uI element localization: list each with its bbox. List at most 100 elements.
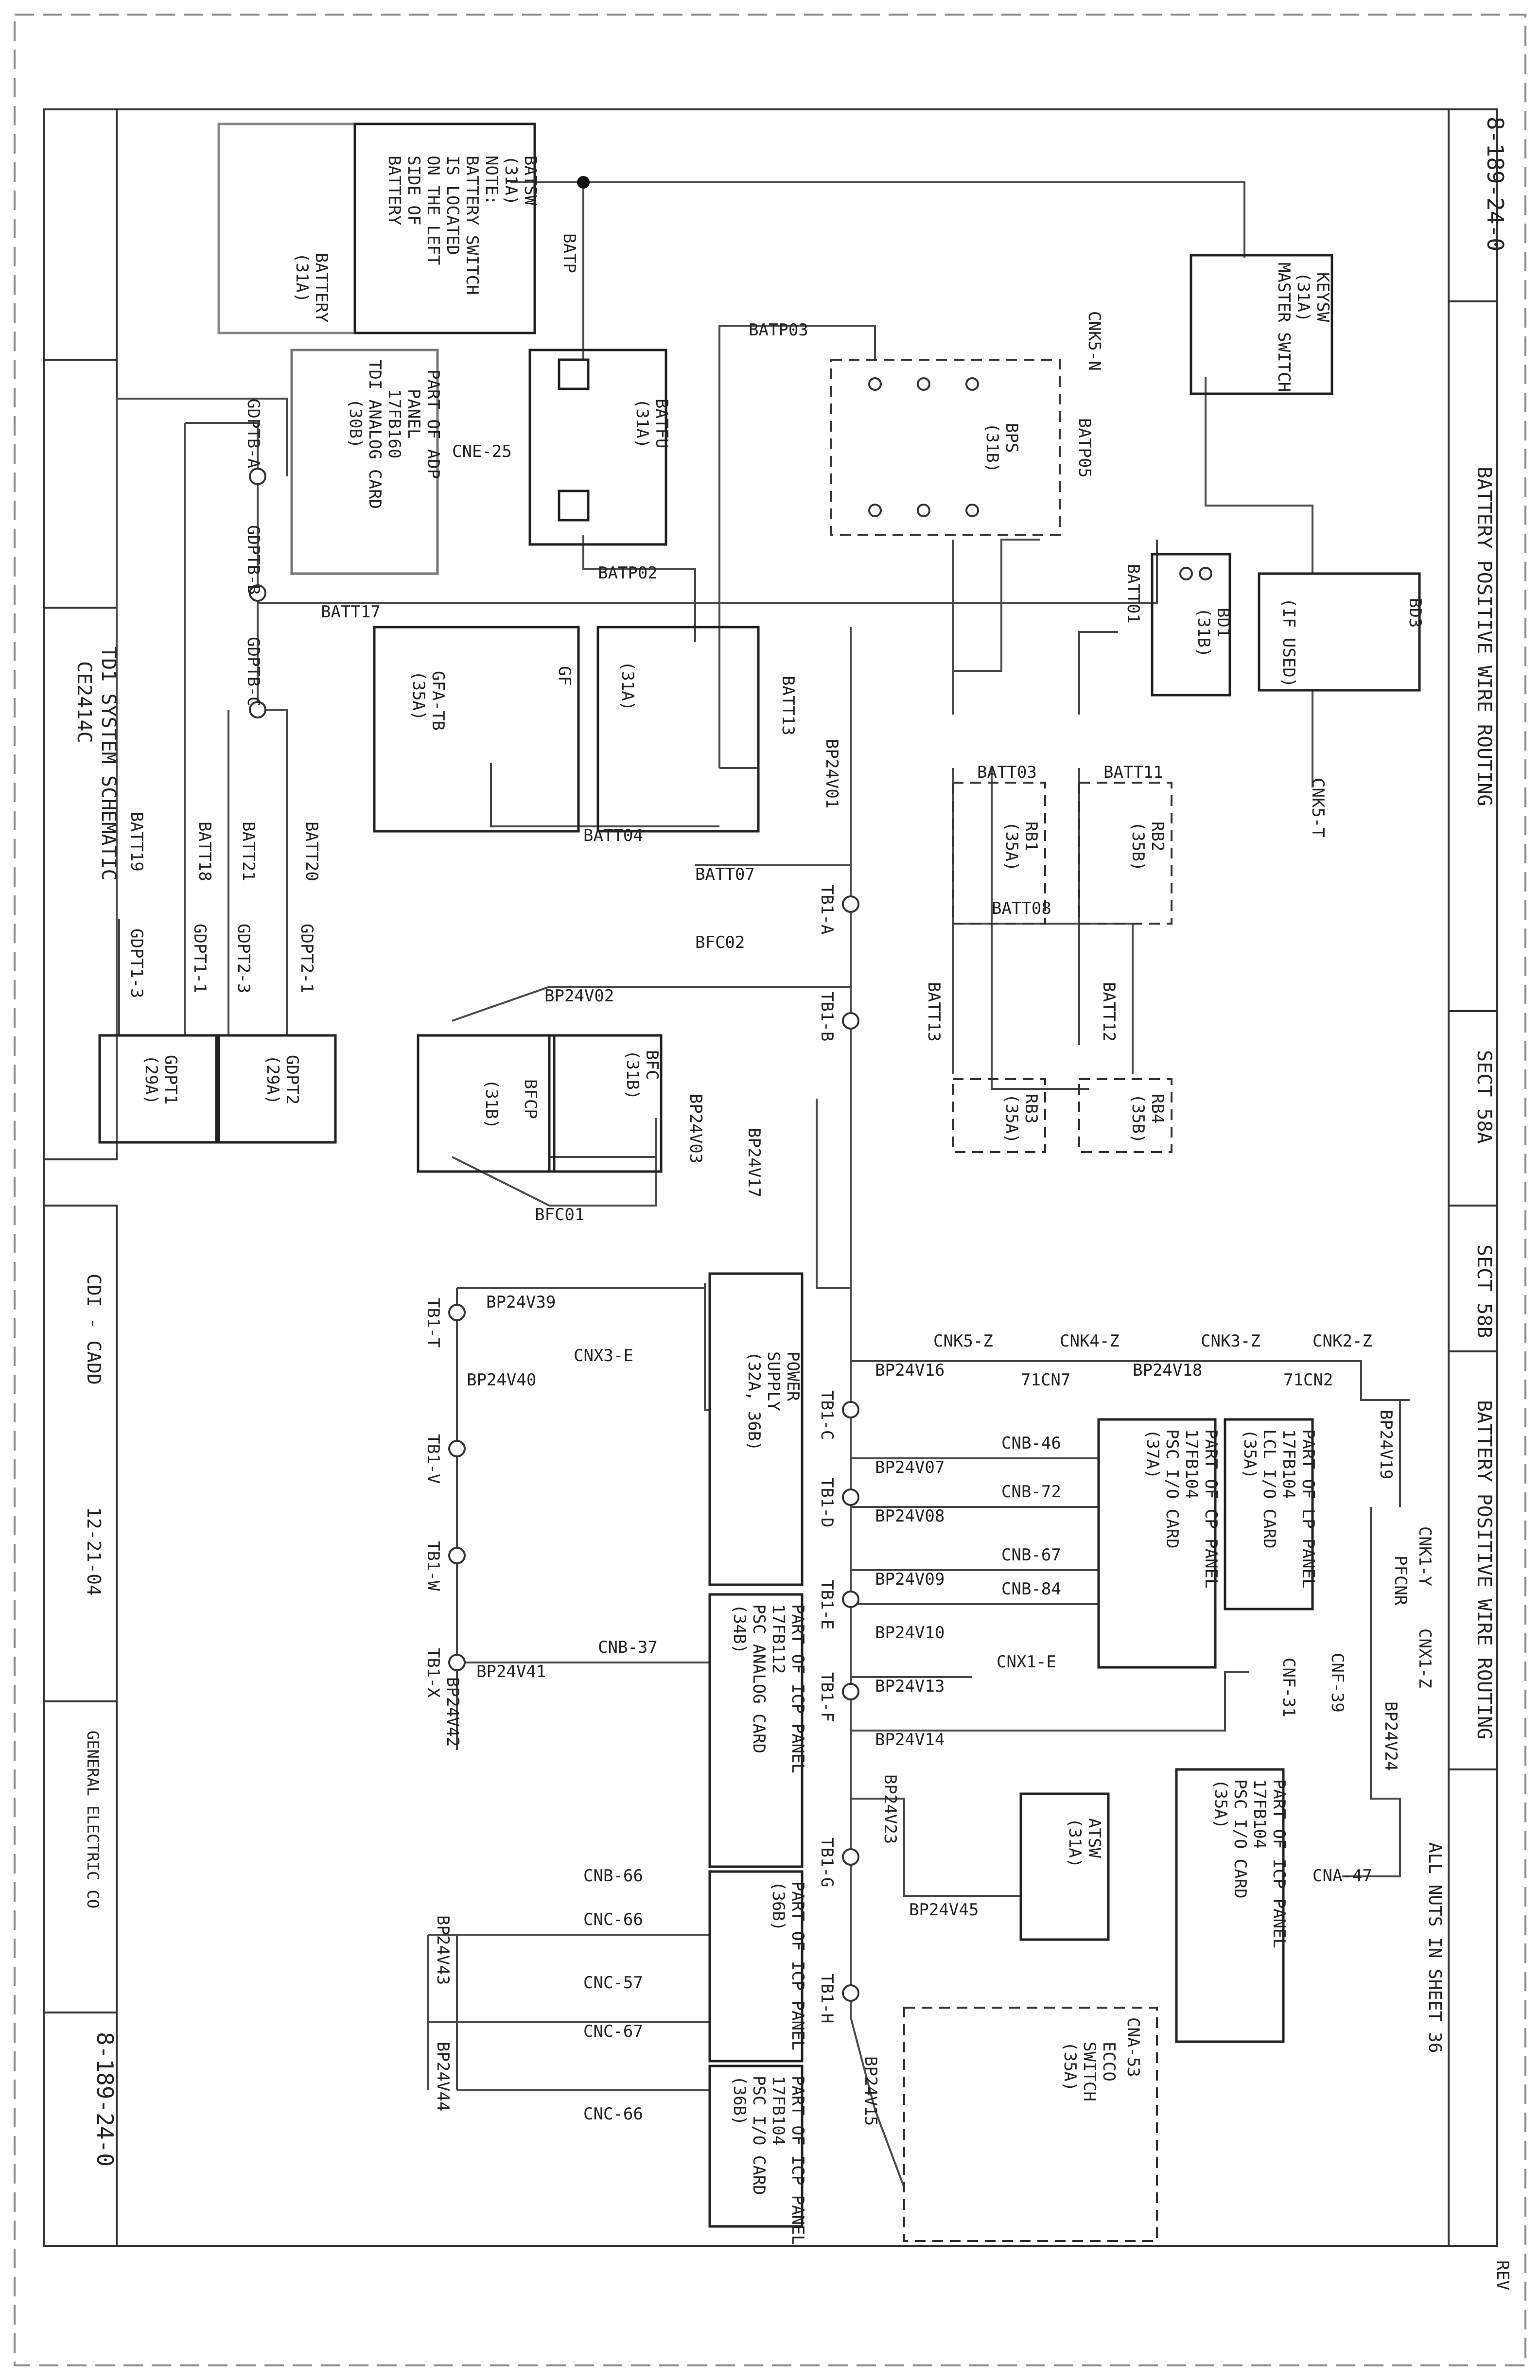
ecco-label: ECCO — [1099, 2042, 1119, 2082]
title-strip-lower — [43, 1205, 118, 2247]
conn-cnb67: CNB-67 — [1001, 1545, 1061, 1565]
lp-panel-3: LCL I/O CARD — [1260, 1429, 1279, 1549]
bps-label: BPS — [1002, 423, 1021, 453]
rb3-ref: (35A) — [1002, 1094, 1021, 1143]
icp-analog-box — [708, 1593, 804, 1868]
tb1-w: TB1-W — [423, 1541, 443, 1591]
cp-panel-box — [1097, 1418, 1217, 1669]
icp-panel-2: (36B) — [769, 1881, 788, 1931]
batfu-label: BATFU — [652, 399, 671, 448]
cp-panel-1: PART OF CP PANEL — [1201, 1429, 1221, 1589]
rb2-ref: (35B) — [1128, 822, 1148, 871]
rb2-label: RB2 — [1148, 822, 1167, 851]
icp-io-right-3: PSC I/O CARD — [1230, 1779, 1250, 1899]
cp-panel-2: 17FB104 — [1182, 1429, 1201, 1499]
wire-bp24v16: BP24V16 — [875, 1361, 945, 1380]
batfu-terminal-top — [558, 358, 590, 390]
wire-batt07: BATT07 — [695, 865, 755, 884]
gdpt2-3: GDPT2-3 — [234, 924, 253, 993]
gdpt2-ref: (29A) — [263, 1055, 282, 1104]
batsw-label: BATSW — [521, 156, 540, 206]
wire-batt17: BATT17 — [321, 602, 381, 622]
wire-bfc01: BFC01 — [535, 1205, 584, 1225]
gfa-label: GFA-TB — [428, 671, 448, 731]
wire-batt03: BATT03 — [977, 763, 1037, 782]
batfu-terminal-bottom — [558, 490, 590, 522]
wire-bp24v24: BP24V24 — [1381, 1701, 1400, 1771]
gdpt2-1: GDPT2-1 — [297, 924, 316, 993]
adp-line-2: PANEL — [404, 389, 423, 438]
icp-io-2: 17FB104 — [769, 2076, 788, 2145]
tb1-f: TB1-F — [817, 1672, 837, 1722]
bd3-label: BD3 — [1405, 598, 1425, 628]
wire-bp24v08: BP24V08 — [875, 1506, 945, 1526]
wire-batt01: BATT01 — [1123, 564, 1143, 624]
wire-bp24v19: BP24V19 — [1376, 1410, 1396, 1479]
info-strip — [1448, 108, 1498, 2247]
wire-batt13b: BATT13 — [924, 982, 944, 1042]
wire-batt12: BATT12 — [1099, 982, 1119, 1042]
ecco-switch-box — [903, 2007, 1158, 2242]
plug-71cn2: 71CN2 — [1283, 1370, 1333, 1390]
gf-label: GF — [555, 666, 574, 686]
tb1-a: TB1-A — [817, 885, 837, 934]
section-a: SECT 58A — [1473, 1050, 1495, 1144]
conn-cnc67: CNC-67 — [583, 2022, 643, 2041]
icp-io-right-4: (35A) — [1211, 1779, 1230, 1829]
wire-bp24v42: BP24V42 — [443, 1677, 462, 1747]
adp-line-5: (30B) — [346, 399, 365, 448]
batfu-ref: (31A) — [632, 399, 652, 448]
power-supply-2: SUPPLY — [764, 1351, 783, 1411]
tb1-d: TB1-D — [817, 1478, 837, 1527]
batfu-box — [528, 349, 667, 546]
conn-cnx1e: CNX1-E — [997, 1652, 1056, 1672]
batsw-note-3: ON THE LEFT — [423, 156, 443, 265]
icp-io-right-1: PART OF ICP PANEL — [1269, 1779, 1289, 1948]
section-b: SECT 58B — [1473, 1244, 1495, 1338]
conn-cnk3z: CNK3-Z — [1201, 1331, 1260, 1351]
text-layer: BATTERY (31A) BATSW (31A) NOTE: BATTERY … — [73, 117, 1512, 2290]
gdpt1-label: GDPT1 — [161, 1055, 180, 1104]
rb4-label: RB4 — [1148, 1094, 1167, 1123]
atsw-label: ATSW — [1085, 1818, 1104, 1858]
drawing-number-bottom: 8-189-24-0 — [92, 2032, 118, 2167]
wire-bp24v10: BP24V10 — [875, 1623, 945, 1643]
icp-panel-1: PART OF ICP PANEL — [788, 1881, 807, 2050]
bfcp-label: BFCP — [521, 1079, 540, 1119]
battery-box — [217, 122, 356, 334]
note-all-nuts: ALL NUTS IN SHEET 36 — [1425, 1842, 1445, 2053]
wire-bp24v07: BP24V07 — [875, 1458, 945, 1477]
drawing-number-top: 8-189-24-0 — [1482, 117, 1508, 251]
wire-bp24v44: BP24V44 — [433, 2042, 453, 2111]
adp-line-3: 17FB160 — [385, 389, 404, 458]
gdptb-a: GDPTB-A — [244, 399, 263, 468]
power-supply-1: POWER — [783, 1351, 803, 1401]
batsw-note-1: BATTERY SWITCH — [462, 156, 482, 295]
adp-line-4: TDI ANALOG CARD — [365, 360, 385, 509]
cp-panel-4: (37A) — [1143, 1429, 1162, 1479]
title-strip-upper — [43, 108, 118, 1160]
gfa-box — [596, 626, 760, 833]
wire-batt11: BATT11 — [1103, 763, 1163, 782]
tb1-t: TB1-T — [423, 1298, 443, 1348]
bfcp-ref: (31B) — [482, 1079, 501, 1129]
battery-label: BATTERY — [312, 253, 331, 322]
wire-batt21: BATT21 — [239, 822, 258, 881]
wire-bp24v18: BP24V18 — [1133, 1361, 1202, 1380]
conn-pfcnr: PFCNR — [1391, 1556, 1410, 1606]
wire-bp24v03: BP24V03 — [686, 1094, 705, 1163]
icp-analog-4: (34B) — [730, 1604, 749, 1654]
lp-panel-box — [1224, 1418, 1314, 1610]
rb1-label: RB1 — [1021, 822, 1041, 851]
title-date: 12-21-04 — [83, 1507, 105, 1596]
conn-cnf31: CNF-31 — [1279, 1658, 1298, 1717]
conn-cna53: CNA-53 — [1123, 2017, 1143, 2077]
plug-71cn7: 71CN7 — [1021, 1370, 1070, 1390]
lp-panel-4: (35A) — [1240, 1429, 1260, 1479]
atsw-ref: (31A) — [1065, 1818, 1085, 1868]
batsw-box — [353, 122, 536, 334]
adp-line-1: PART OF ADP — [423, 369, 443, 479]
wire-bfc02: BFC02 — [695, 933, 745, 952]
conn-cne25: CNE-25 — [452, 442, 512, 461]
batsw-note: NOTE: — [482, 156, 501, 205]
